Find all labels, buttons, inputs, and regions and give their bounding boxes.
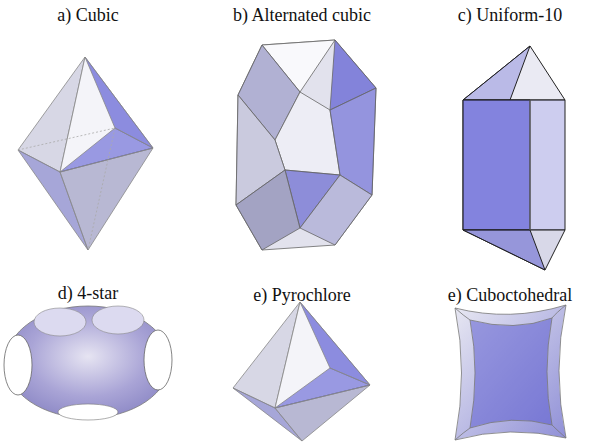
panel-label: b) Alternated cubic	[233, 6, 371, 26]
concave-cube	[455, 305, 566, 440]
panel-label: c) Uniform-10	[458, 6, 562, 26]
uniform-prism	[463, 46, 565, 270]
octahedron	[18, 57, 153, 250]
panel-label: e) Pyrochlore	[253, 286, 350, 306]
alternated-cubic-cell	[236, 40, 376, 250]
panel-label: e) Cuboctohedral	[448, 286, 572, 306]
four-star-surface	[4, 306, 172, 420]
octahedron	[233, 302, 370, 441]
panel-label: d) 4-star	[58, 284, 118, 304]
panel-label: a) Cubic	[57, 6, 118, 26]
